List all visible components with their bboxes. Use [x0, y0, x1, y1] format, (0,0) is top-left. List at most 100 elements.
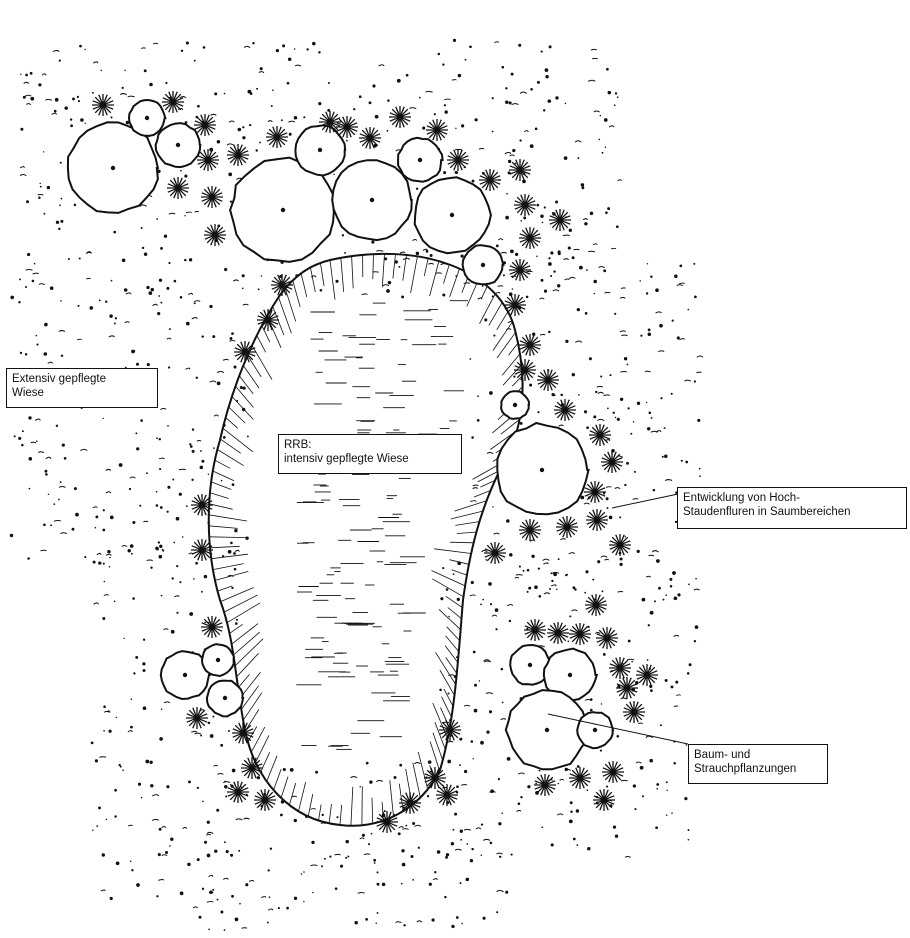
- meadow-dot: [431, 918, 435, 922]
- meadow-dot: [527, 785, 531, 789]
- meadow-dot: [293, 896, 298, 900]
- label-tall-herb-line1: Entwicklung von Hoch-: [683, 492, 800, 504]
- meadow-dot: [572, 837, 576, 841]
- meadow-speck: [583, 502, 590, 505]
- meadow-dot: [242, 386, 246, 390]
- meadow-speck: [477, 297, 483, 300]
- meadow-dot: [505, 100, 509, 104]
- meadow-dot: [159, 544, 163, 548]
- meadow-speck: [655, 311, 663, 314]
- shrub-star-icon: [547, 622, 569, 644]
- meadow-speck: [359, 837, 365, 840]
- meadow-speck: [178, 107, 184, 111]
- shrub-star-icon: [549, 209, 571, 231]
- meadow-dot: [660, 397, 663, 400]
- meadow-speck: [485, 692, 494, 695]
- slope-hatch-line: [242, 365, 260, 389]
- tree-canopy-icon: [397, 136, 444, 183]
- meadow-dot: [500, 667, 504, 671]
- meadow-dot: [334, 887, 338, 891]
- slope-hatch-line: [350, 786, 354, 826]
- meadow-dot: [353, 108, 356, 111]
- meadow-dot: [548, 262, 552, 266]
- meadow-dot: [176, 565, 179, 568]
- meadow-speck: [600, 555, 608, 558]
- meadow-dot: [163, 234, 168, 238]
- meadow-dot: [127, 548, 131, 553]
- meadow-speck: [635, 761, 642, 764]
- meadow-speck: [414, 761, 421, 765]
- slope-hatch-line: [447, 607, 462, 620]
- meadow-speck: [414, 824, 422, 827]
- meadow-speck: [103, 710, 111, 713]
- tree-canopy-icon: [542, 647, 599, 702]
- meadow-speck: [206, 900, 214, 903]
- shrub-star-icon: [197, 149, 219, 171]
- slope-hatch-line: [450, 510, 483, 520]
- meadow-dot: [84, 122, 87, 125]
- meadow-dot: [510, 72, 514, 76]
- meadow-dot: [61, 443, 65, 447]
- meadow-dot: [632, 784, 637, 788]
- meadow-speck: [447, 741, 454, 743]
- meadow-dot: [486, 730, 490, 734]
- meadow-dot: [201, 459, 205, 463]
- meadow-dot: [136, 362, 139, 366]
- meadow-dot: [371, 240, 375, 244]
- meadow-speck: [645, 735, 654, 739]
- meadow-dot: [655, 826, 658, 830]
- meadow-speck: [234, 549, 240, 553]
- meadow-dot: [401, 849, 405, 853]
- meadow-dot: [490, 603, 493, 606]
- meadow-dot: [473, 708, 478, 713]
- slope-hatch-line: [278, 297, 292, 334]
- meadow-dot: [471, 436, 474, 439]
- meadow-dot: [169, 845, 171, 847]
- meadow-dot: [289, 768, 294, 772]
- meadow-dot: [92, 829, 94, 831]
- meadow-dot: [674, 274, 678, 279]
- meadow-dot: [293, 48, 296, 50]
- meadow-dot: [121, 86, 124, 89]
- meadow-speck: [493, 532, 500, 535]
- meadow-dot: [572, 586, 576, 590]
- meadow-dot: [452, 38, 457, 43]
- meadow-speck: [428, 262, 434, 265]
- meadow-dot: [60, 219, 64, 223]
- meadow-dot: [191, 428, 195, 431]
- meadow-dot: [145, 759, 150, 764]
- meadow-dot: [354, 920, 358, 925]
- shrub-star-icon: [204, 224, 226, 246]
- meadow-speck: [550, 584, 557, 587]
- meadow-speck: [229, 339, 236, 342]
- slope-hatch-line: [217, 449, 244, 467]
- meadow-dot: [179, 581, 182, 584]
- leader-lines: [547, 493, 689, 745]
- meadow-dot: [658, 586, 661, 590]
- slope-hatch-line: [209, 536, 248, 538]
- meadow-speck: [559, 778, 565, 781]
- slope-hatch-line: [412, 762, 421, 798]
- meadow-speck: [422, 248, 428, 251]
- meadow-dot: [471, 179, 475, 183]
- meadow-dot: [30, 96, 35, 101]
- meadow-dot: [140, 227, 143, 229]
- meadow-dot: [508, 101, 512, 105]
- meadow-dot: [77, 304, 80, 307]
- meadow-dot: [49, 286, 54, 290]
- slope-hatch-line: [381, 253, 385, 288]
- meadow-dot: [282, 767, 286, 772]
- meadow-dot: [60, 197, 63, 200]
- meadow-dot: [472, 758, 474, 760]
- meadow-dot: [636, 549, 640, 554]
- meadow-dot: [459, 737, 463, 741]
- meadow-dot: [455, 127, 457, 130]
- meadow-speck: [23, 81, 30, 84]
- meadow-dot: [293, 818, 297, 823]
- meadow-speck: [399, 251, 406, 254]
- meadow-speck: [481, 549, 488, 553]
- meadow-speck: [587, 79, 596, 82]
- meadow-dot: [303, 900, 305, 903]
- meadow-speck: [52, 50, 60, 52]
- meadow-speck: [45, 456, 52, 460]
